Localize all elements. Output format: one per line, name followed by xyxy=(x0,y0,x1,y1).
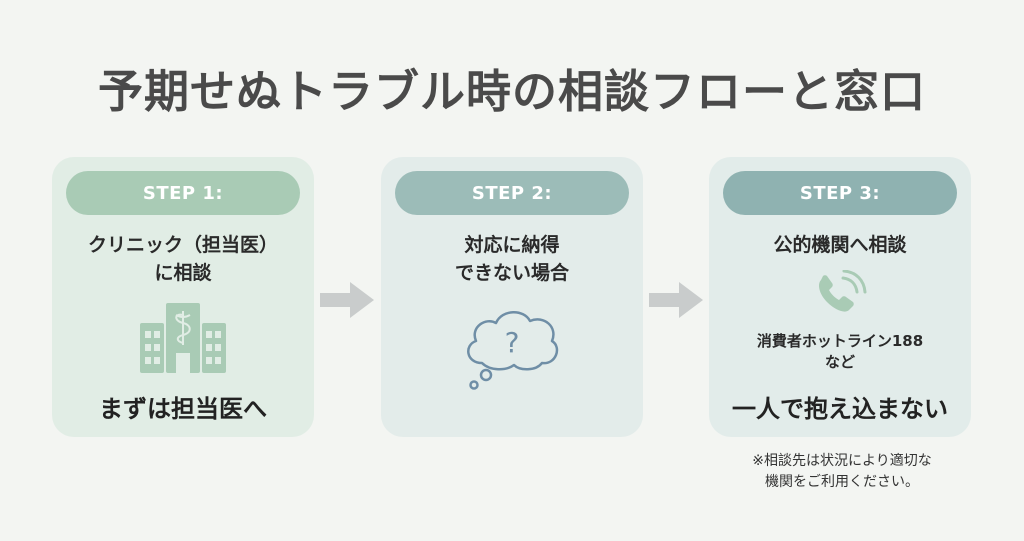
footnote: ※相談先は状況により適切な 機関をご利用ください。 xyxy=(712,451,972,493)
hospital-icon xyxy=(140,303,226,373)
step-2-label: STEP 2: xyxy=(395,171,629,215)
step-1-heading-line-1: クリニック（担当医） xyxy=(87,234,278,256)
step-1-heading-line-2: に相談 xyxy=(154,262,212,284)
page-title: 予期せぬトラブル時の相談フローと窓口 xyxy=(97,65,926,118)
phone-icon xyxy=(819,270,867,312)
step-2-card: STEP 2: 対応に納得 できない場合 ? xyxy=(381,157,643,437)
step-3-heading-line-1: 公的機関へ相談 xyxy=(773,234,907,256)
svg-text:?: ? xyxy=(505,326,520,359)
step-1-card: STEP 1: クリニック（担当医） に相談 まずは担当医へ xyxy=(52,157,314,437)
step-3-contact: 消費者ホットライン188 など xyxy=(709,331,971,373)
step-2-heading-line-2: できない場合 xyxy=(454,262,569,284)
step-3-label: STEP 3: xyxy=(723,171,957,215)
footnote-line-1: ※相談先は状況により適切な xyxy=(752,453,932,469)
arrow-right-icon xyxy=(649,282,703,318)
step-1-footer: まずは担当医へ xyxy=(99,395,267,423)
step-3-contact-line-2: など xyxy=(824,353,855,371)
step-3-footer: 一人で抱え込まない xyxy=(732,395,948,423)
step-3-contact-line-1: 消費者ホットライン188 xyxy=(756,332,924,350)
question-thought-bubble-icon: ? xyxy=(467,311,559,390)
step-1-label: STEP 1: xyxy=(66,171,300,215)
step-1-heading: クリニック（担当医） に相談 xyxy=(52,231,314,287)
arrow-right-icon xyxy=(320,282,374,318)
step-3-card: STEP 3: 公的機関へ相談 消費者ホットライン188 など 一人で抱え込まな… xyxy=(709,157,971,437)
step-2-heading: 対応に納得 できない場合 xyxy=(381,231,643,287)
step-3-heading: 公的機関へ相談 xyxy=(709,231,971,259)
step-2-heading-line-1: 対応に納得 xyxy=(464,234,560,256)
footnote-line-2: 機関をご利用ください。 xyxy=(765,474,919,490)
